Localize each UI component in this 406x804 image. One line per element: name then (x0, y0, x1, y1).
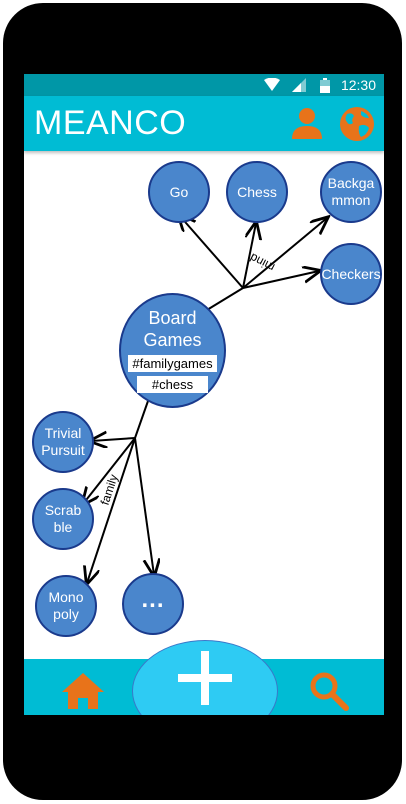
edge-backgammon (242, 218, 327, 289)
node-trivial-pursuit[interactable]: Trivial Pursuit (32, 411, 94, 473)
edge-trivial (91, 438, 136, 441)
edge-checkers (242, 271, 319, 289)
edge-monopoly (87, 437, 136, 583)
node-board-games[interactable]: Board Games #familygames #chess (119, 293, 226, 408)
node-backgammon-label: Backgammon (327, 175, 375, 208)
app-screen: 12:30 MEANCO (24, 74, 384, 715)
tag-familygames[interactable]: #familygames (128, 354, 217, 372)
edge-scrabble (83, 437, 136, 504)
node-checkers-label: Checkers (321, 265, 381, 282)
node-scrabble[interactable]: Scrabble (32, 488, 94, 550)
node-chess-label: Chess (237, 183, 277, 200)
node-backgammon[interactable]: Backgammon (320, 161, 382, 223)
family-connector (134, 400, 149, 439)
search-icon[interactable] (309, 671, 349, 711)
home-icon[interactable] (61, 671, 105, 711)
node-scrabble-label: Scrabble (44, 502, 82, 535)
app-title: MEANCO (34, 104, 187, 142)
user-icon[interactable] (290, 107, 324, 139)
node-trivial-pursuit-label: Trivial Pursuit (41, 425, 85, 458)
tag-chess[interactable]: #chess (136, 375, 209, 393)
node-go[interactable]: Go (148, 161, 210, 223)
globe-icon[interactable] (339, 106, 375, 142)
node-monopoly-label: Monopoly (48, 589, 84, 622)
mind-map-canvas[interactable]: mind family Board Games #familygames #ch… (24, 151, 384, 659)
wifi-icon (264, 78, 280, 91)
signal-icon (292, 78, 306, 92)
node-chess[interactable]: Chess (226, 161, 288, 223)
battery-icon (320, 78, 330, 93)
connector-lines: mind family (24, 151, 384, 659)
add-button[interactable] (132, 640, 278, 715)
node-go-label: Go (169, 183, 189, 200)
edge-go (179, 215, 244, 289)
node-checkers[interactable]: Checkers (320, 243, 382, 305)
phone-frame: 12:30 MEANCO (3, 3, 402, 800)
edge-chess (242, 223, 256, 289)
node-more[interactable]: ... (122, 573, 184, 635)
node-more-label: ... (141, 585, 165, 613)
status-bar: 12:30 (24, 74, 384, 96)
app-bar: MEANCO (24, 96, 384, 151)
plus-icon (178, 651, 232, 705)
edge-label-mind: mind (247, 250, 277, 274)
node-monopoly[interactable]: Monopoly (35, 575, 97, 637)
node-board-games-label: Board Games (143, 307, 202, 350)
status-time: 12:30 (340, 77, 376, 93)
edge-more (134, 437, 154, 575)
